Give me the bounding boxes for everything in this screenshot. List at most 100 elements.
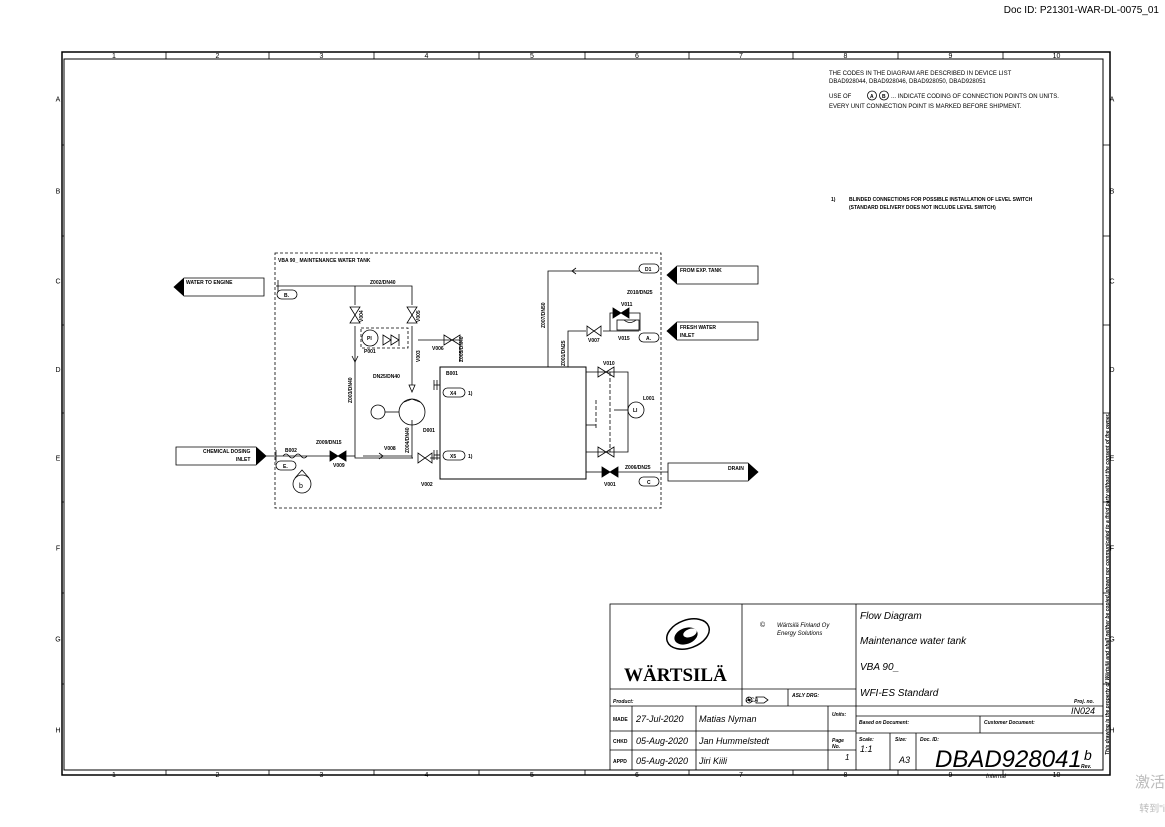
note-line-3-pre: USE OF [829,94,852,100]
note-line-4: EVERY UNIT CONNECTION POINT IS MARKED BE… [829,104,1022,110]
svg-text:INLET: INLET [236,457,250,463]
svg-text:05-Aug-2020: 05-Aug-2020 [636,736,688,746]
grid-col-label: 10 [1053,53,1061,60]
svg-text:X5: X5 [450,454,456,460]
ext-water-to-engine: WATER TO ENGINE [173,277,265,297]
grid-col-label: 7 [739,53,743,60]
svg-text:V004: V004 [359,310,365,322]
flow-arrows [351,267,577,460]
svg-text:Z007/DN50: Z007/DN50 [541,302,547,328]
grid-row-label: F [1110,546,1114,553]
svg-text:Internal: Internal [986,774,1007,780]
svg-text:X4: X4 [450,391,456,397]
svg-text:Wärtsilä Finland Oy: Wärtsilä Finland Oy [777,623,830,629]
svg-text:V006: V006 [432,346,444,352]
grid-row-label: C [55,279,60,286]
svg-text:PI: PI [367,336,372,342]
note-1-line-1: BLINDED CONNECTIONS FOR POSSIBLE INSTALL… [849,197,1033,203]
svg-text:Based on Document:: Based on Document: [859,720,909,726]
grid-col-label: 2 [216,53,220,60]
grid-col-label: 5 [530,772,534,779]
grid-row-label: E [1110,456,1115,463]
svg-text:Rev.: Rev. [1081,764,1091,770]
wartsila-logo: WÄRTSILÄ [624,665,727,686]
grid-col-label: 4 [425,772,429,779]
ext-chemical-dosing-inlet: CHEMICAL DOSING INLET [175,446,267,466]
ext-fresh-water-inlet: FRESH WATER INLET [666,321,759,341]
grid-col-label: 10 [1053,772,1061,779]
watermark-text-2: 转到"i [1139,804,1165,815]
grid-row-label: D [1109,367,1114,374]
svg-text:27-Jul-2020: 27-Jul-2020 [635,714,684,724]
svg-text:WATER TO ENGINE: WATER TO ENGINE [186,280,233,286]
grid-col-label: 1 [112,53,116,60]
svg-text:Z005/DN40: Z005/DN40 [459,336,465,362]
svg-text:Proj. no.: Proj. no. [1074,699,1094,705]
svg-text:Jiri Kiili: Jiri Kiili [698,756,728,766]
svg-text:B001: B001 [446,371,458,377]
svg-text:1:1: 1:1 [860,744,873,754]
grid-col-label: 7 [739,772,743,779]
document-id: Doc ID: P21301-WAR-DL-0075_01 [1003,5,1159,16]
svg-text:Z001/DN25: Z001/DN25 [561,340,567,366]
grid-col-label: 8 [844,772,848,779]
svg-text:V009: V009 [333,463,345,469]
svg-text:Doc. ID:: Doc. ID: [920,737,939,743]
svg-text:V002: V002 [421,482,433,488]
svg-text:1: 1 [845,753,849,762]
grid-row-label: H [55,728,60,735]
svg-text:MADE: MADE [613,717,628,723]
grid-col-label: 2 [216,772,220,779]
grid-row-label: A [56,97,61,104]
svg-text:Scale:: Scale: [859,737,874,743]
inner-frame [63,58,1104,771]
svg-text:APPD: APPD [613,759,627,765]
note-code-a: A [870,94,874,100]
svg-text:Jan Hummelstedt: Jan Hummelstedt [698,736,770,746]
svg-text:D001: D001 [423,428,435,434]
svg-text:©: © [760,621,766,629]
svg-text:Z002/DN40: Z002/DN40 [370,280,396,286]
wartsila-logo-mark [666,618,710,650]
ext-from-exp-tank: FROM EXP. TANK [666,265,759,285]
svg-text:Z003/DN40: Z003/DN40 [348,377,354,403]
svg-text:FRESH WATER: FRESH WATER [680,325,716,331]
svg-text:No.: No. [832,744,840,750]
grid-row-label: A [1110,97,1115,104]
svg-text:b: b [1084,747,1092,763]
grid-col-label: 1 [112,772,116,779]
ownership-notice: This drawing is the property of Wärtsilä… [1105,413,1111,755]
svg-text:ASLY DRG:: ASLY DRG: [791,693,819,699]
grid-col-label: 9 [949,772,953,779]
grid-row-label: F [56,546,60,553]
grid-row-label: B [56,189,61,196]
svg-text:Z006/DN25: Z006/DN25 [625,465,651,471]
svg-text:Z010/DN25: Z010/DN25 [627,290,653,296]
title-block [609,603,1104,771]
svg-text:VBA 90_: VBA 90_ [860,662,899,673]
grid-row-label: G [1109,637,1114,644]
tank-body [439,366,587,480]
grid-col-label: 4 [425,53,429,60]
watermark-text: 激活 [1134,774,1165,791]
svg-text:Maintenance water tank: Maintenance water tank [860,636,967,647]
grid-col-label: 9 [949,53,953,60]
svg-text:b: b [299,483,303,490]
svg-text:A3: A3 [898,755,910,765]
connection-points: B. E. D1 A. C X4 X5 [275,263,660,487]
note-code-b: B [882,94,886,100]
ext-drain: DRAIN [667,462,759,482]
note-line-1: THE CODES IN THE DIAGRAM ARE DESCRIBED I… [829,71,1012,77]
svg-text:V007: V007 [588,338,600,344]
svg-text:Page: Page [832,738,844,744]
general-notes: THE CODES IN THE DIAGRAM ARE DESCRIBED I… [829,71,1059,211]
svg-text:V015: V015 [618,336,630,342]
title-block-text: WÄRTSILÄ © Wärtsilä Finland Oy Energy So… [613,611,1095,780]
instruments [282,319,645,494]
grid-row-label: H [1109,728,1114,735]
svg-text:CHEMICAL DOSING: CHEMICAL DOSING [203,449,251,455]
svg-text:V008: V008 [384,446,396,452]
svg-text:Z004/DN40: Z004/DN40 [405,427,411,453]
svg-text:E.: E. [283,464,288,470]
svg-text:P001: P001 [364,349,376,355]
